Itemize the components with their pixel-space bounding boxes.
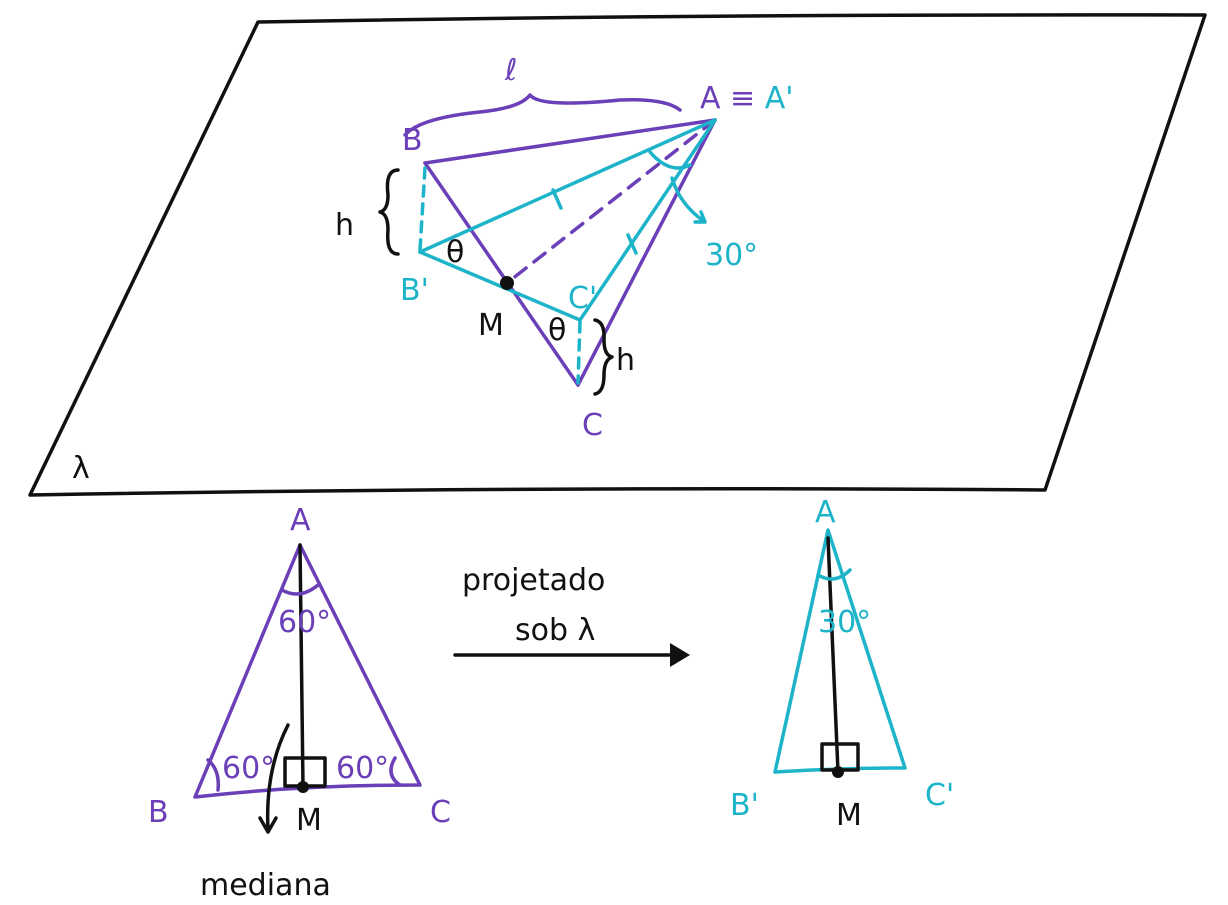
label-C-prime: C' [568,281,597,316]
edge-B-prime-C-prime [418,250,582,322]
bl-angle-A: 60° [278,605,331,640]
edge-BA [423,118,717,165]
median-label: mediana [200,868,331,903]
projection-B [418,166,427,252]
point-M-projected [832,766,844,778]
label-theta-2: θ [548,313,566,348]
arrow-head-icon [670,643,690,667]
right-angle-mark-projected [820,742,860,772]
edge-BC [423,161,580,387]
br-label-M: M [836,798,862,833]
arrow-label-1: projetado [462,563,605,598]
angle-arc-30 [648,150,692,170]
bl-angle-C: 60° [336,751,389,786]
bl-label-M: M [296,803,322,838]
triangle-projected [773,528,907,774]
label-h-right: h [616,343,635,378]
label-theta-1: θ [446,235,464,270]
arrow-30 [670,176,707,224]
arrow-label-2: sob λ [515,613,595,648]
label-B-prime: B' [400,273,429,308]
label-B: B [402,123,423,158]
plane-label: λ [72,451,90,486]
median-AM [505,118,717,285]
edge-AB-prime [418,118,717,254]
br-label-C: C' [925,778,954,813]
br-label-A: A [815,495,836,530]
brace-h-right [593,318,614,396]
median-arrow [258,723,290,834]
angle-arcs [206,583,402,792]
brace-h-left [378,168,400,256]
bl-label-C: C [430,795,451,830]
point-M-bottom [297,781,309,793]
label-C: C [582,408,603,443]
bl-angle-B: 60° [222,751,275,786]
br-label-B: B' [730,788,759,823]
point-M [500,276,514,290]
bl-label-B: B [148,795,169,830]
br-angle-A: 30° [818,605,871,640]
plane-lambda [28,13,1207,497]
median-line [298,543,305,789]
equal-marks [551,188,638,255]
angle-arc-projected [816,568,852,581]
label-h-left: h [335,208,354,243]
edge-AC [576,118,717,387]
side-l-label: ℓ [504,53,517,88]
median-line-projected [826,536,840,774]
label-M: M [478,308,504,343]
label-A-equiv: A ≡ A' [700,81,794,116]
label-30: 30° [705,238,758,273]
edge-AC-prime [578,118,717,322]
brace-l [403,93,682,137]
projection-C [576,320,582,385]
bl-label-A: A [290,503,311,538]
